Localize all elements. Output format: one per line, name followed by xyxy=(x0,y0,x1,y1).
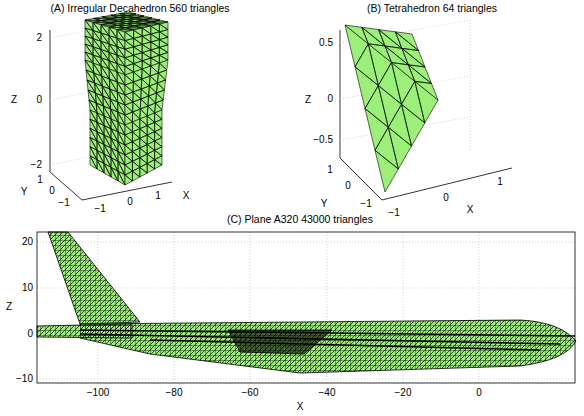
axis-tick: 20 xyxy=(22,237,33,247)
z-axis xyxy=(340,30,341,158)
grid-line xyxy=(50,30,90,38)
mesh-face xyxy=(345,25,438,192)
dense-mesh-band xyxy=(80,330,575,350)
mesh-face xyxy=(90,110,125,185)
axis-label: Z xyxy=(11,95,17,105)
fuselage xyxy=(80,320,576,373)
mesh-face xyxy=(345,25,438,100)
mesh-face xyxy=(125,110,162,185)
axis-tick: −1 xyxy=(94,204,105,214)
z-axis xyxy=(50,30,51,172)
plot-title: (B) Tetrahedron 64 triangles xyxy=(367,3,497,14)
axis-tick: 0 xyxy=(443,193,449,203)
axis-tick: 0 xyxy=(49,186,55,196)
axis-tick: −40 xyxy=(319,388,336,398)
axis-tick: 1 xyxy=(327,165,333,175)
grid-line xyxy=(50,157,90,165)
x-axis xyxy=(82,182,172,200)
tail-fin xyxy=(48,232,140,324)
axis-tick: −0.5 xyxy=(313,135,333,145)
axis-tick: 1 xyxy=(37,175,43,185)
axis-label: Z xyxy=(305,95,311,105)
axis-tick: 2 xyxy=(36,33,42,43)
axis-label: Y xyxy=(321,199,328,209)
axis-tick: −100 xyxy=(87,388,110,398)
axis-tick: −60 xyxy=(242,388,259,398)
grid-line xyxy=(470,20,471,150)
tetrahedron-mesh xyxy=(345,25,438,192)
axis-tick: 0 xyxy=(345,181,351,191)
axis-tick: −2 xyxy=(31,160,42,170)
decahedron-mesh xyxy=(85,12,168,185)
fuselage-mesh xyxy=(80,320,576,373)
grid-line xyxy=(37,288,575,289)
plot-title: (C) Plane A320 43000 triangles xyxy=(227,214,373,225)
grid-a xyxy=(50,30,90,165)
axis-tick: 0 xyxy=(127,197,133,207)
axis-tick: 1 xyxy=(155,191,161,201)
axis-tick: 0 xyxy=(476,388,482,398)
grid-line xyxy=(37,379,575,380)
plane-mesh xyxy=(37,232,576,373)
tail-fin-mesh xyxy=(48,232,140,324)
y-axis xyxy=(340,158,382,200)
axis-label: Y xyxy=(21,187,28,197)
grid-line xyxy=(37,242,575,243)
y-axis xyxy=(50,172,82,200)
plot-title: (A) Irregular Decahedron 560 triangles xyxy=(50,3,229,14)
grid-line xyxy=(174,232,175,383)
axis-tick: −1 xyxy=(58,198,69,208)
axis-label: X xyxy=(297,402,304,412)
axis-tick: 10 xyxy=(22,283,33,293)
axis-label: X xyxy=(467,205,474,215)
axes-c-box xyxy=(37,232,575,383)
axis-tick: −1 xyxy=(388,208,399,218)
axis-tick: 0 xyxy=(36,95,42,105)
axis-tick: 0 xyxy=(327,94,333,104)
grid-line xyxy=(50,92,90,100)
plane-triangles xyxy=(37,232,576,373)
axis-tick: 0 xyxy=(27,329,33,339)
axis-label: Z xyxy=(6,302,12,312)
axis-tick: 1 xyxy=(497,177,503,187)
grid-c xyxy=(37,232,575,383)
axis-tick: −10 xyxy=(16,374,33,384)
axis-tick: −20 xyxy=(395,388,412,398)
axis-tick: 0.5 xyxy=(319,38,333,48)
axis-tick: −1 xyxy=(360,199,371,209)
plane-body xyxy=(37,232,576,373)
axis-label: X xyxy=(183,191,190,201)
axis-tick: −80 xyxy=(166,388,183,398)
